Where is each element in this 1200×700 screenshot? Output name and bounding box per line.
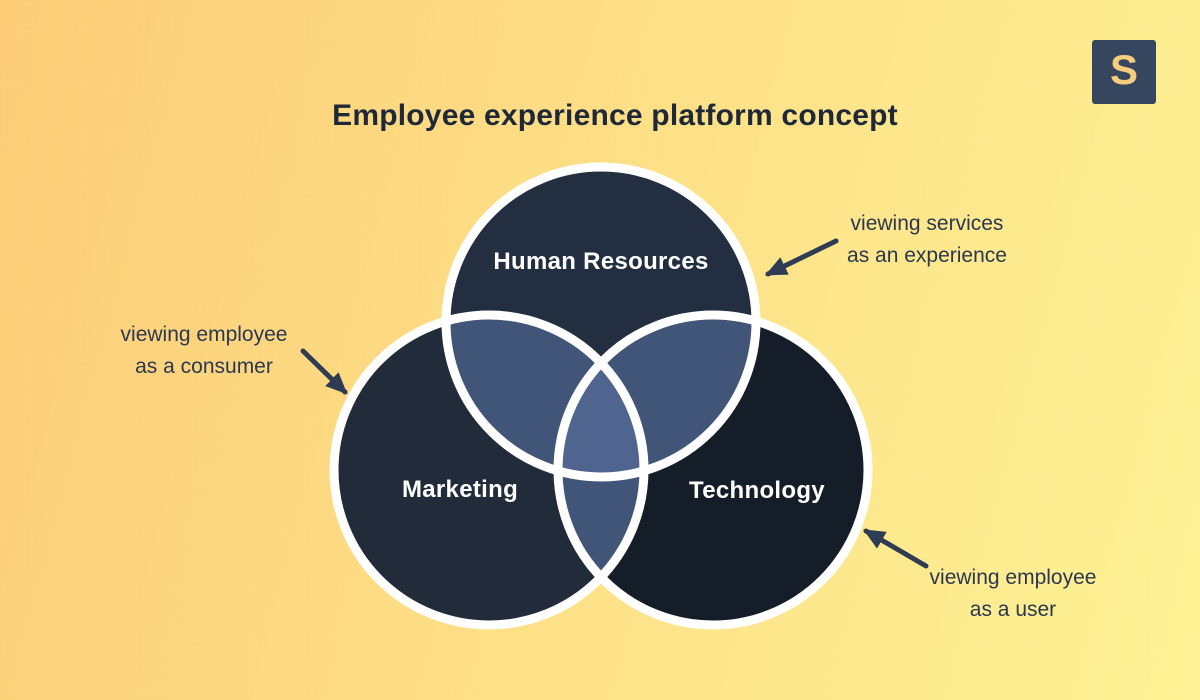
label-technology: Technology: [689, 477, 825, 504]
annotation-services-experience: viewing services as an experience: [777, 208, 1077, 272]
annotation-line: as an experience: [847, 244, 1007, 267]
annotation-line: as a user: [969, 598, 1057, 621]
brand-logo: S: [1092, 40, 1156, 104]
label-human-resources: Human Resources: [493, 248, 709, 275]
annotation-employee-consumer: viewing employee as a consumer: [54, 319, 354, 383]
annotation-line: viewing services: [850, 212, 1004, 235]
arrow-services-experience: [765, 238, 839, 277]
page-title: Employee experience platform concept: [332, 99, 898, 132]
arrow-employee-consumer: [300, 348, 348, 395]
outline-marketing: [329, 310, 649, 630]
annotation-line: viewing employee: [929, 566, 1097, 589]
annotation-employee-user: viewing employee as a user: [863, 562, 1163, 626]
arrow-employee-user: [863, 528, 929, 569]
outline-technology: [553, 310, 873, 630]
annotation-line: as a consumer: [135, 355, 273, 378]
label-marketing: Marketing: [401, 476, 519, 503]
annotation-line: viewing employee: [120, 323, 288, 346]
